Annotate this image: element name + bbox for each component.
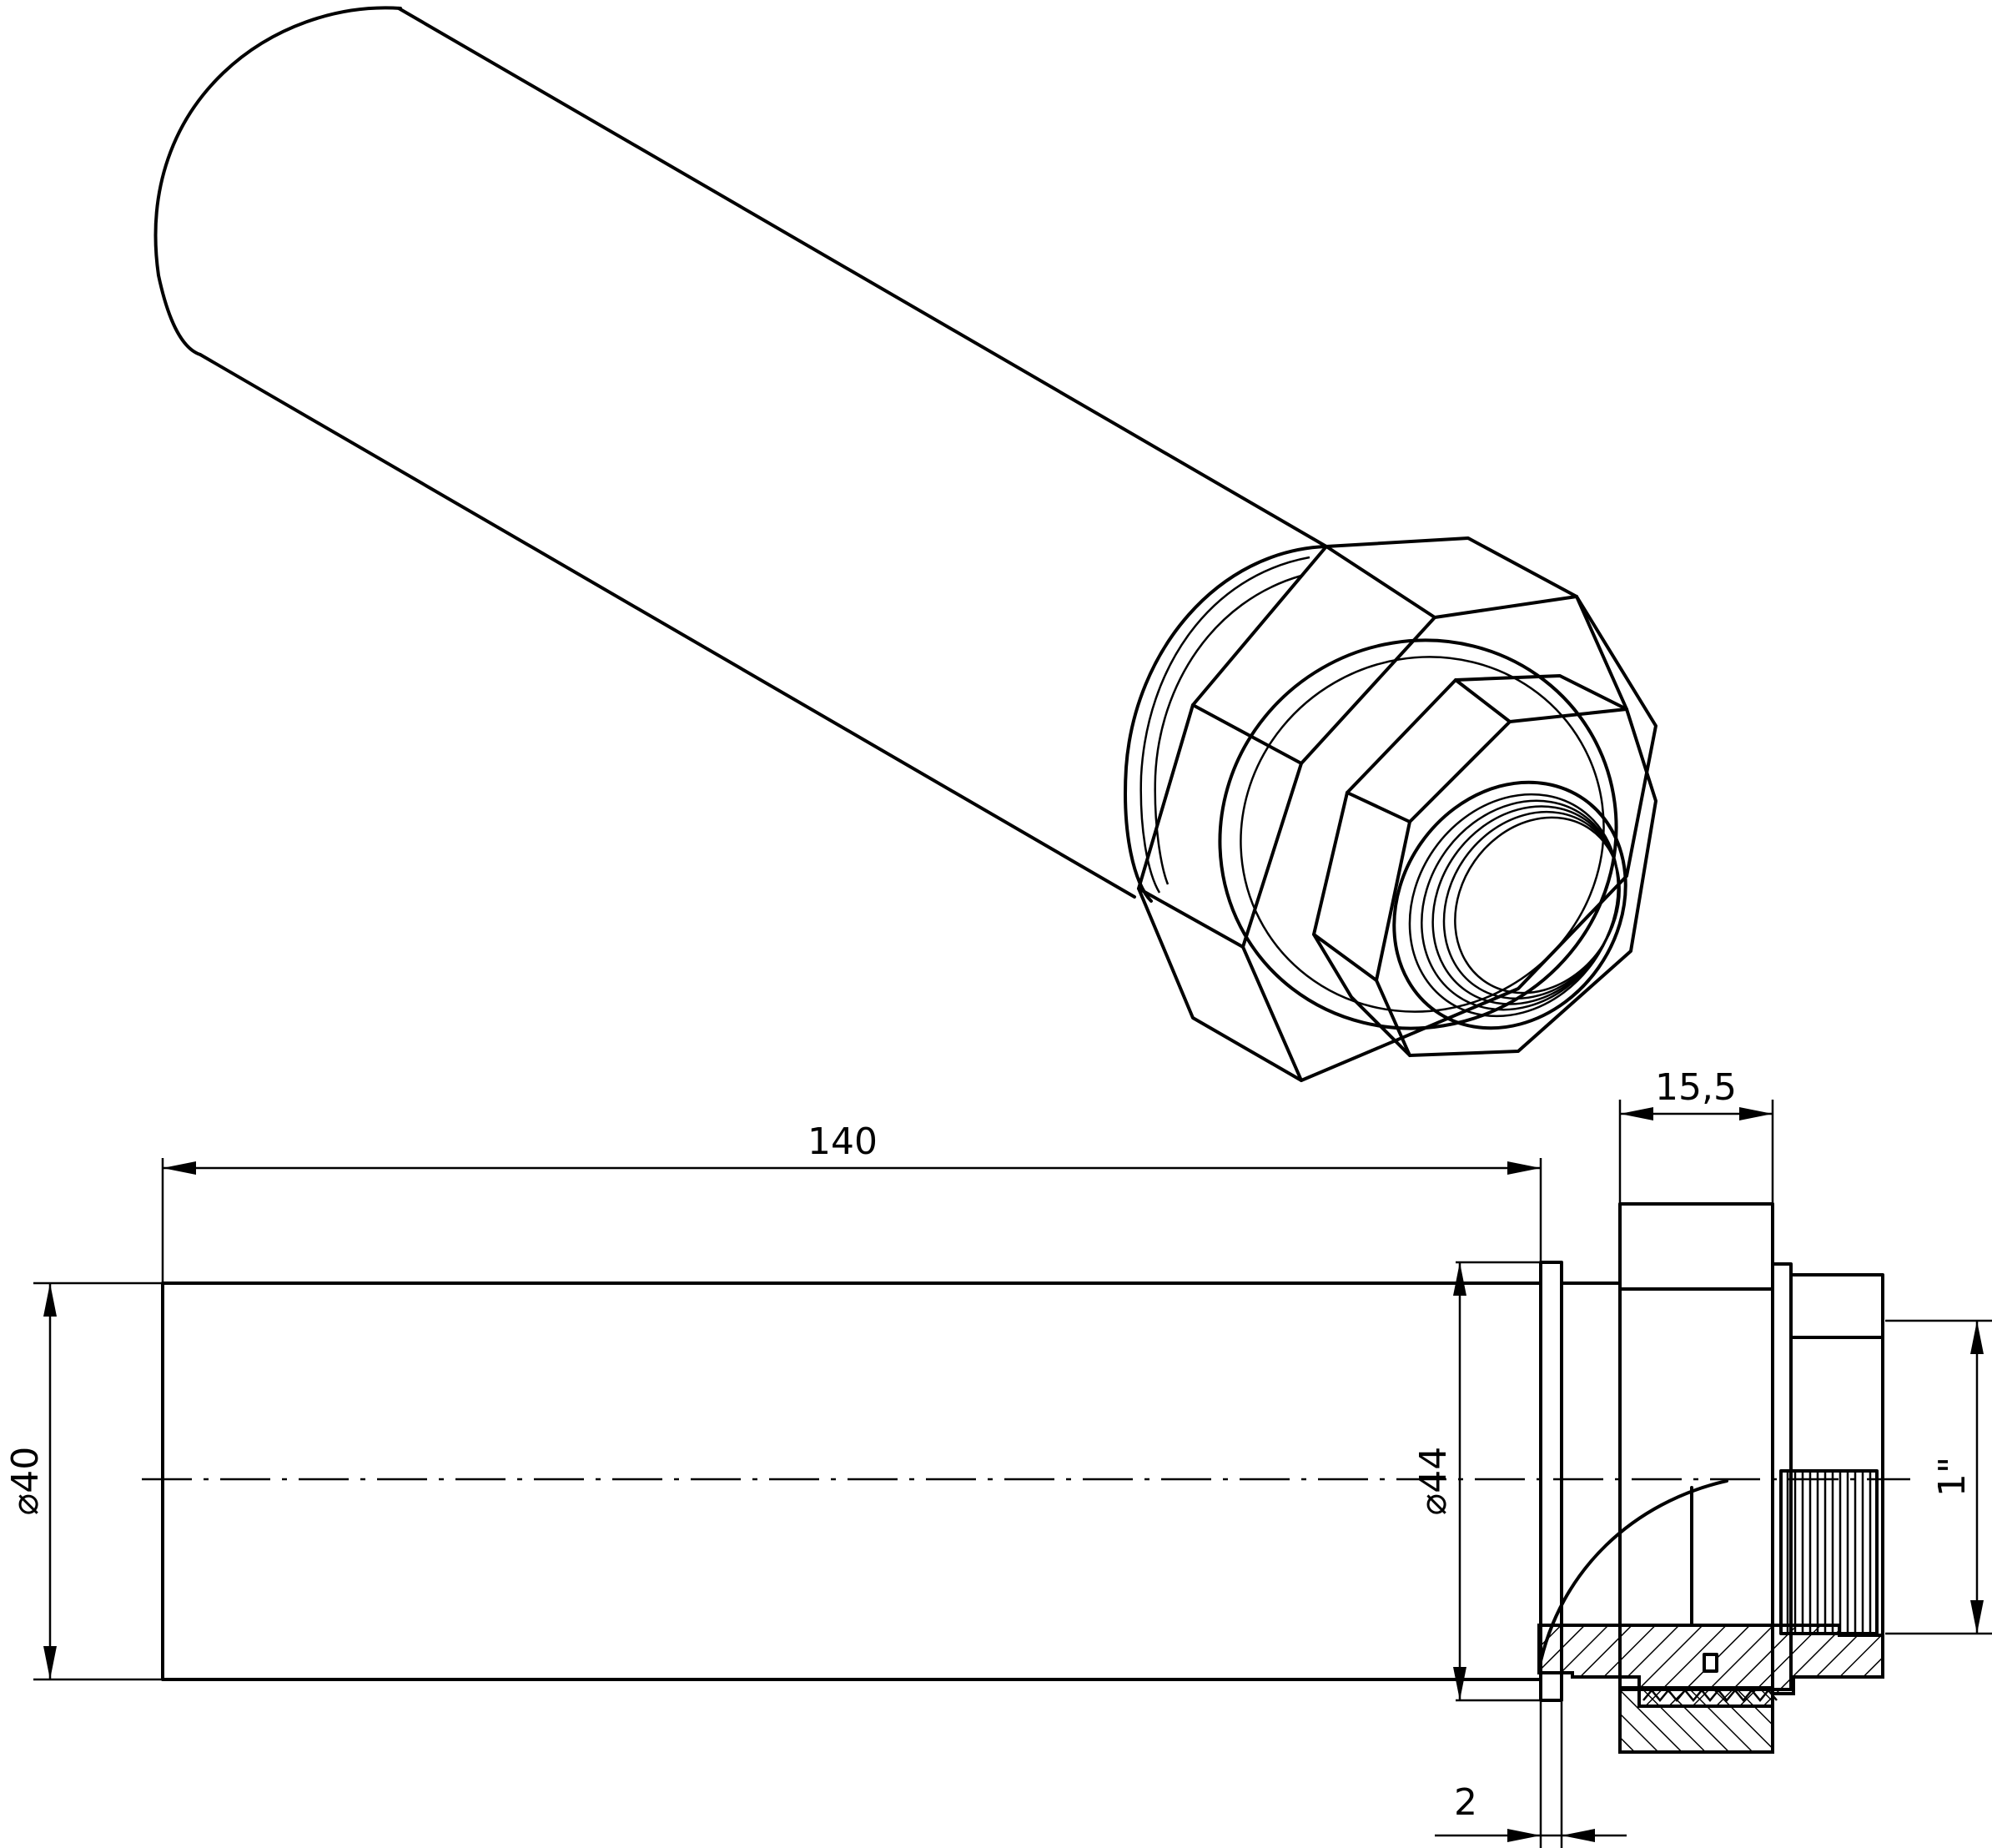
flange-ring-inner-2 (1154, 574, 1302, 885)
threaded-end-upper (1789, 1273, 1884, 1339)
small-hex-nut-face (1312, 674, 1657, 1057)
pipe-end-ellipse (153, 6, 402, 356)
dim-label-d40: ⌀40 (4, 1447, 47, 1515)
dim-flange-diameter: ⌀44 (1412, 1261, 1541, 1702)
nut-inner-ring-2 (1240, 656, 1605, 1013)
flange-ring-outer (1124, 545, 1328, 903)
section-slot (1703, 1653, 1718, 1673)
large-nut-side (1618, 1202, 1774, 1689)
dim-outer-diameter: ⌀40 (4, 1282, 163, 1681)
isometric-view (153, 6, 1657, 1082)
pipe-body (161, 1282, 1542, 1681)
dim-label-d44: ⌀44 (1412, 1447, 1455, 1515)
dim-nut-width: 15,5 (1618, 1066, 1774, 1204)
dim-flange-thickness: 2 (1435, 1702, 1627, 1848)
dim-overall-length: 140 (161, 1120, 1542, 1283)
large-hex-nut-edge-4 (1241, 945, 1303, 1082)
small-hex-nut-edge-4 (1375, 979, 1411, 1057)
dim-thread-size: 1" (1885, 1319, 1992, 1635)
small-hex-nut-edge-1 (1346, 678, 1512, 823)
dim-label-15-5: 15,5 (1655, 1066, 1737, 1109)
pipe-top-edge (397, 7, 1328, 548)
thread-ring-5 (1454, 816, 1621, 994)
side-view: 140 ⌀40 ⌀44 15,5 (4, 1066, 1992, 1848)
nut-inner-ring-1 (1218, 638, 1618, 1030)
dim-label-140: 140 (807, 1120, 878, 1163)
pipe-bottom-edge (199, 353, 1136, 899)
thread-teeth-section (1642, 1689, 1778, 1702)
large-hex-nut-edges (1191, 545, 1436, 765)
flange (1539, 1261, 1563, 1702)
small-hex-nut-edge-2 (1508, 707, 1628, 723)
dim-label-2: 2 (1454, 1781, 1477, 1824)
large-hex-nut-edge-2 (1433, 595, 1578, 619)
large-hex-nut-side (1575, 595, 1628, 711)
threaded-bore-outer (1392, 780, 1627, 1030)
external-thread (1779, 1469, 1879, 1635)
thread-ring-1 (1408, 793, 1620, 1018)
large-hex-nut-face (1137, 536, 1657, 1082)
dim-label-1-inch: 1" (1931, 1457, 1974, 1497)
section-hatch-nut (1618, 1688, 1774, 1754)
